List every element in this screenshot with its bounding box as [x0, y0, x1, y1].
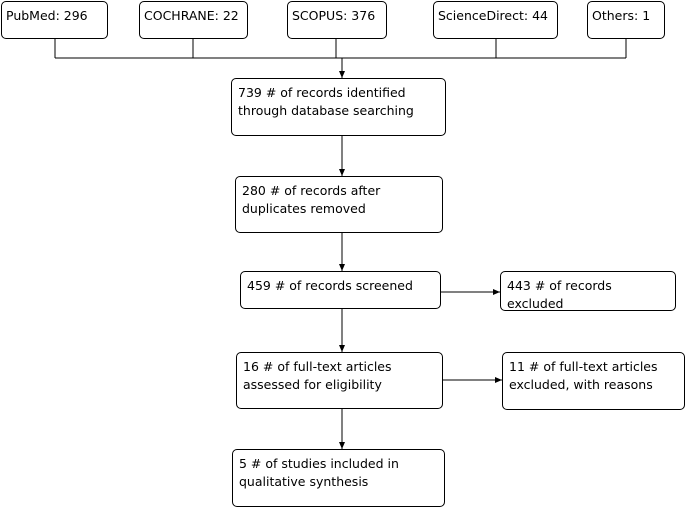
source-cochrane: COCHRANE: 22 [139, 1, 248, 39]
box-fulltext-assessed: 16 # of full-text articles assessed for … [236, 352, 443, 409]
box-fulltext-excluded: 11 # of full-text articles excluded, wit… [502, 352, 685, 410]
box-records-excluded: 443 # of records excluded [500, 271, 676, 311]
box-studies-included: 5 # of studies included in qualitative s… [232, 449, 445, 507]
box-records-identified: 739 # of records identified through data… [231, 78, 446, 136]
box-records-screened: 459 # of records screened [240, 271, 441, 309]
box-records-after-duplicates: 280 # of records after duplicates remove… [235, 176, 443, 233]
source-scopus: SCOPUS: 376 [287, 1, 387, 39]
source-others: Others: 1 [587, 1, 665, 39]
source-sciencedirect: ScienceDirect: 44 [433, 1, 558, 39]
source-pubmed: PubMed: 296 [1, 1, 108, 39]
